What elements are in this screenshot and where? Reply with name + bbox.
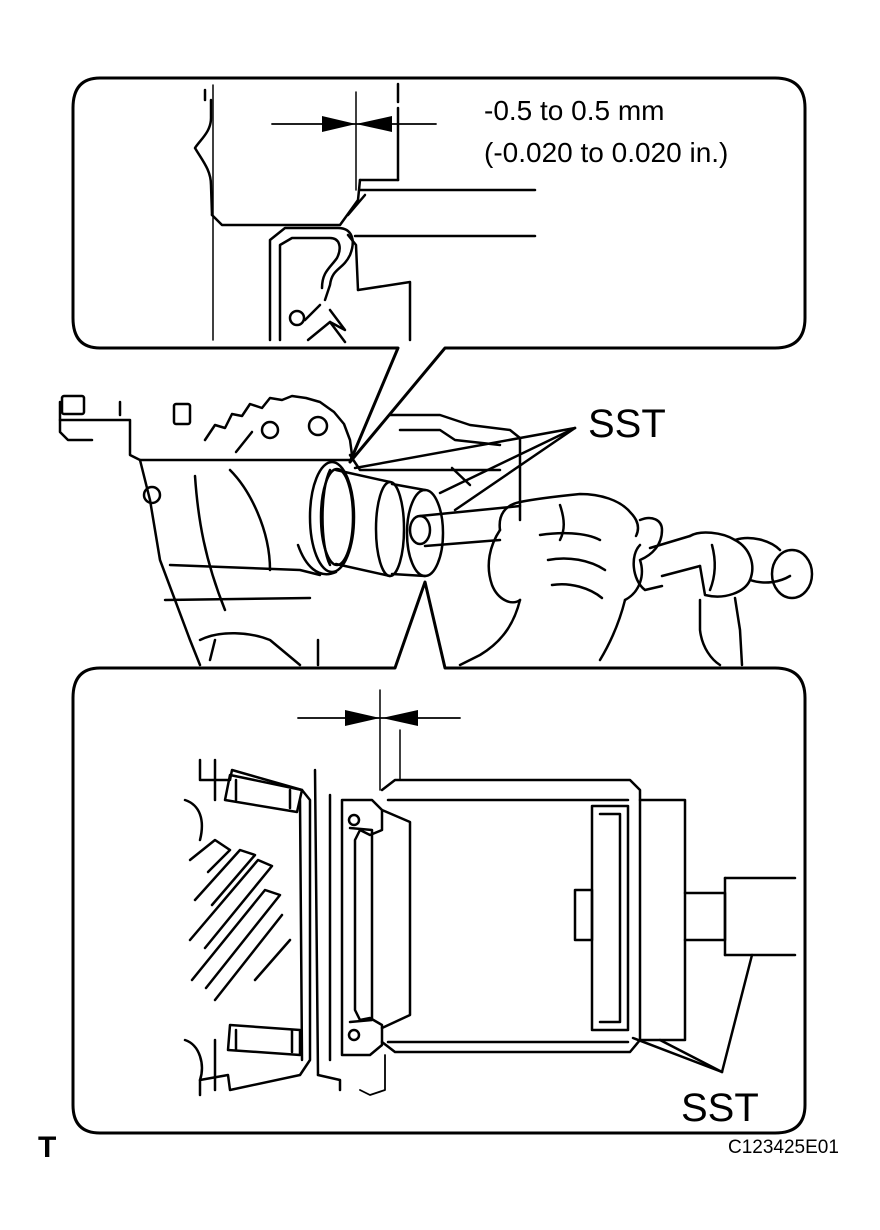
bottom-callout-frame bbox=[71, 580, 807, 1135]
top-detail-cross-section bbox=[193, 82, 537, 344]
figure-code: C123425E01 bbox=[728, 1137, 839, 1158]
sst-label-detail: SST bbox=[681, 1086, 759, 1130]
spec-tolerance-in: (-0.020 to 0.020 in.) bbox=[484, 137, 728, 168]
hand-holding-handle bbox=[458, 492, 664, 667]
top-callout-frame bbox=[71, 76, 807, 464]
corner-letter: T bbox=[38, 1131, 56, 1164]
bottom-dimension-arrows bbox=[297, 710, 461, 726]
sst-leader-lines-main bbox=[353, 426, 577, 512]
sst-label-main: SST bbox=[588, 402, 666, 446]
top-dimension-arrows bbox=[271, 116, 437, 132]
bottom-sst-installer bbox=[380, 778, 797, 1054]
bottom-detail-bearing-and-seal bbox=[183, 689, 401, 1097]
hammer bbox=[632, 531, 814, 667]
differential-carrier bbox=[58, 394, 522, 667]
sst-seal-installer bbox=[321, 468, 522, 578]
spec-tolerance-mm: -0.5 to 0.5 mm bbox=[484, 95, 665, 126]
sst-leader-lines-detail bbox=[631, 953, 754, 1074]
